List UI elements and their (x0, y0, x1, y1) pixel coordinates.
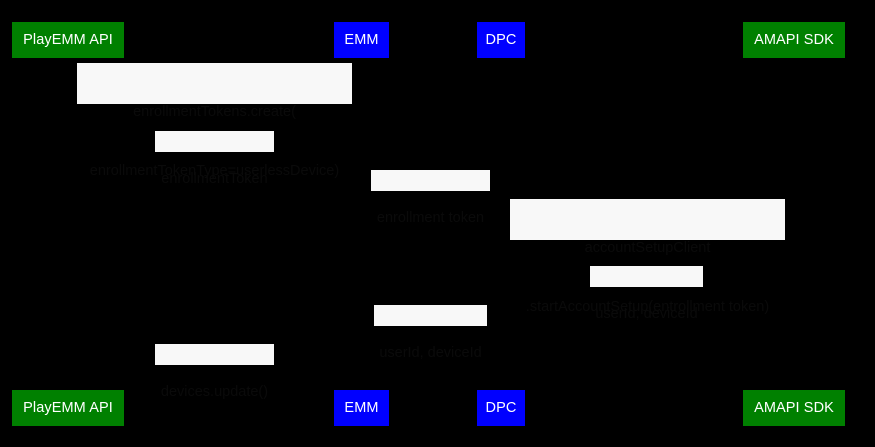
participant-amapi-sdk-top[interactable]: AMAPI SDK (743, 22, 845, 58)
arrow-start-account-setup (500, 240, 793, 241)
arrow-userid-deviceid-to-dpc (500, 288, 793, 289)
lifeline-dpc (500, 57, 501, 390)
lifeline-amapi-sdk (793, 57, 794, 390)
message-line-1: enrollmentTokens.create( (133, 104, 296, 120)
participant-label: AMAPI SDK (754, 399, 834, 416)
message-line-2: .startAccountSetup(entrollment token) (525, 298, 770, 315)
participant-emm-top[interactable]: EMM (334, 22, 389, 58)
participant-label: DPC (485, 399, 517, 416)
arrow-enrollment-token-to-dpc (361, 192, 500, 193)
participant-amapi-sdk-bottom[interactable]: AMAPI SDK (743, 390, 845, 426)
participant-playemm-api-bottom[interactable]: PlayEMM API (12, 390, 124, 426)
message-label-enrollment-tokens-create: enrollmentTokens.create( enrollmentToken… (77, 63, 352, 179)
lifeline-emm (361, 57, 362, 390)
participant-label: PlayEMM API (23, 399, 113, 416)
participant-dpc-bottom[interactable]: DPC (477, 390, 525, 426)
message-line-1: enrollmentToken (161, 171, 268, 187)
lifeline-playemm-api (67, 57, 68, 390)
message-label-enrollment-token-return: enrollmentToken (155, 131, 274, 187)
message-line-1: enrollment token (376, 210, 485, 226)
message-line-1: accountSetupClient (584, 240, 711, 256)
participant-label: EMM (344, 31, 379, 48)
message-line-2: enrollmentTokenType=userlessDevice) (89, 162, 340, 179)
message-label-userid-deviceid-to-emm: userId, deviceId (374, 305, 487, 361)
participant-emm-bottom[interactable]: EMM (334, 390, 389, 426)
message-line-1: devices.update() (160, 384, 269, 400)
arrow-devices-update (67, 366, 361, 367)
arrow-userid-deviceid-to-emm (361, 327, 500, 328)
participant-label: DPC (485, 31, 517, 48)
participant-label: EMM (344, 399, 379, 416)
participant-playemm-api-top[interactable]: PlayEMM API (12, 22, 124, 58)
message-label-start-account-setup: accountSetupClient .startAccountSetup(en… (510, 199, 785, 315)
message-line-1: userId, deviceId (595, 306, 698, 322)
message-label-devices-update: devices.update() (155, 344, 274, 400)
message-label-enrollment-token-to-dpc: enrollment token (371, 170, 490, 226)
arrow-enrollment-token-return (67, 153, 361, 154)
participant-label: PlayEMM API (23, 31, 113, 48)
message-label-userid-deviceid-to-dpc: userId, deviceId (590, 266, 703, 322)
message-line-1: userId, deviceId (379, 345, 482, 361)
arrow-enrollment-tokens-create (67, 104, 361, 105)
participant-dpc-top[interactable]: DPC (477, 22, 525, 58)
participant-label: AMAPI SDK (754, 31, 834, 48)
